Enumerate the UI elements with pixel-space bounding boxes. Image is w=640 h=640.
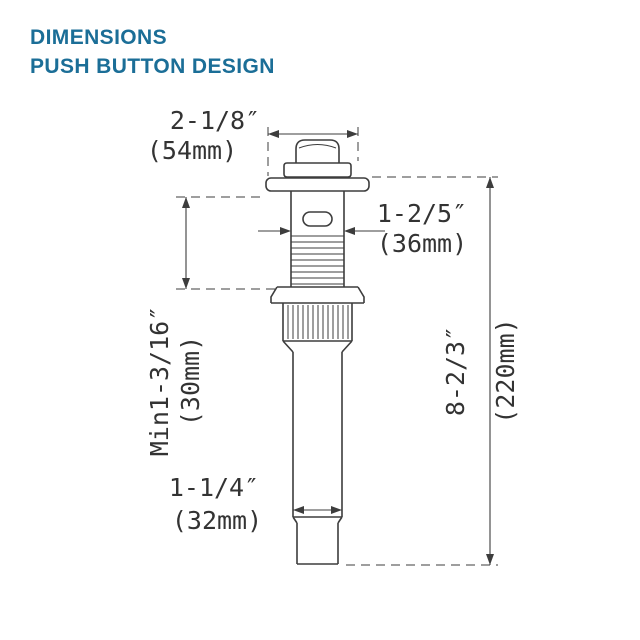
dim-pipe-width-mm: (32mm) <box>172 506 262 535</box>
dim-min-thickness-mm: (30mm) <box>176 336 205 426</box>
title-line-push-button-design: PUSH BUTTON DESIGN <box>30 54 275 78</box>
dim-top-extension-lines <box>267 127 359 176</box>
tailpipe-end <box>292 516 343 565</box>
overflow-slot <box>302 211 333 227</box>
arrowhead-right-icon <box>347 130 358 138</box>
drain-body-outline <box>265 139 370 565</box>
title-line-dimensions: DIMENSIONS <box>30 26 168 49</box>
dim-top-width-mm: (54mm) <box>147 136 237 165</box>
tailpipe <box>292 352 343 518</box>
dim-total-height: 8-2/3″ (220mm) <box>346 176 520 566</box>
arrowhead-up-icon <box>486 177 494 188</box>
arrowhead-down-icon <box>486 554 494 565</box>
page-title: DIMENSIONS PUSH BUTTON DESIGN <box>30 24 275 82</box>
arrowhead-right-icon <box>331 506 342 514</box>
dim-body-width: 1-2/5″ (36mm) <box>258 199 467 258</box>
arrowhead-left-icon <box>344 227 355 235</box>
drain-neck <box>290 191 345 287</box>
dim-min-thickness: Min1-3/16″ (30mm) <box>145 196 281 457</box>
dim-total-height-mm: (220mm) <box>491 318 520 423</box>
dim-body-width-mm: (36mm) <box>377 229 467 258</box>
dim-right-extension-lines <box>346 176 498 566</box>
top-flange <box>265 177 370 192</box>
dim-left-extension-lines <box>176 196 281 290</box>
lock-flange <box>270 286 365 304</box>
slip-nut-knurling <box>287 305 349 339</box>
dim-total-height-inches: 8-2/3″ <box>441 326 470 416</box>
dim-pipe-width-inches: 1-1/4″ <box>169 473 259 502</box>
dim-body-width-inches: 1-2/5″ <box>377 199 467 228</box>
slip-nut <box>282 303 353 342</box>
dim-pipe-width: 1-1/4″ (32mm) <box>169 473 342 535</box>
dim-top-width-inches: 2-1/8″ <box>170 106 260 135</box>
dim-min-thickness-inches: Min1-3/16″ <box>145 306 174 457</box>
arrowhead-left-icon <box>268 130 279 138</box>
button-collar <box>283 162 352 178</box>
neck-threads <box>291 235 344 285</box>
arrowhead-down-icon <box>182 278 190 289</box>
arrowhead-up-icon <box>182 197 190 208</box>
arrowhead-right-icon <box>280 227 291 235</box>
dim-top-width: 2-1/8″ (54mm) <box>147 106 359 176</box>
tailpipe-shoulder <box>282 340 353 353</box>
push-button-cap-arc <box>298 144 337 149</box>
arrowhead-left-icon <box>293 506 304 514</box>
push-button-cap <box>295 139 340 163</box>
